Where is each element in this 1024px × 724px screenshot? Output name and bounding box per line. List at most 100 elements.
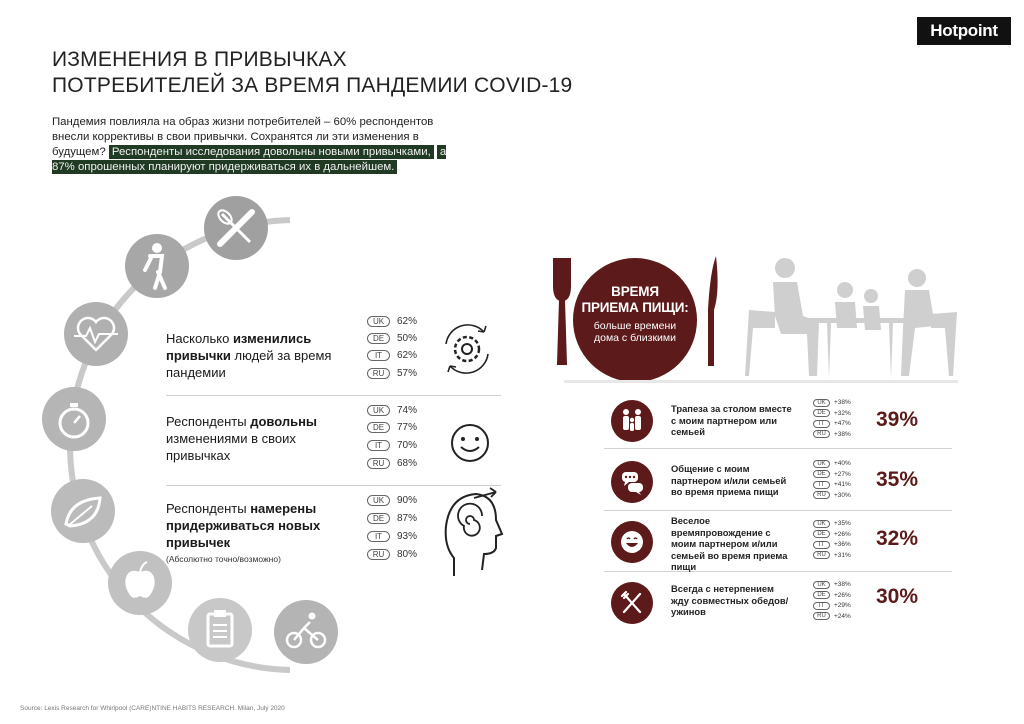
country-value: 62% [397,350,418,361]
country-value: +24% [834,612,851,620]
divider [166,485,501,486]
stat-habits-changed: Насколько изменились привычки людей за в… [166,330,356,381]
stat-bold: довольны [250,414,318,429]
country-row: DE 87% [367,513,417,524]
country-value: +31% [834,551,851,559]
meal-row-text: Всегда с нетерпением жду совместных обед… [671,583,789,617]
floor-line [564,380,958,383]
country-code: DE [367,513,390,524]
country-value: +35% [834,520,851,527]
heart-pulse-icon [64,302,128,366]
meal-row-countries: UK+35% DE+26% IT+36% RU+31% [813,519,851,560]
meal-row-text: Веселое времяпровождение с моим партнеро… [671,515,788,572]
source-note: Source: Lexis Research for Whirlpool (CA… [20,705,285,712]
stat-bold: изменились привычки [166,331,312,363]
country-value: 80% [397,549,418,560]
country-code: IT [813,480,830,489]
meal-title-2: ПРИЕМА ПИЩИ: [581,300,689,315]
knife-silhouette-icon [708,256,718,366]
cyclist-icon [274,600,338,664]
country-value: 74% [397,405,418,416]
stat-text: Респонденты [166,414,251,429]
divider [604,448,952,449]
country-code: IT [367,350,390,361]
meal-row-countries: UK+38% DE+32% IT+47% RU+38% [813,398,851,439]
country-row: RU 80% [367,549,417,560]
stat-text: людей за время пандемии [166,348,332,380]
country-value: 57% [397,368,418,379]
country-value: +27% [834,470,851,478]
fork-silhouette-icon [553,258,571,365]
leaf-icon [51,479,115,543]
country-code: IT [367,531,390,542]
country-row: UK 74% [367,405,417,416]
country-value: +30% [834,491,851,499]
meal-title-1: ВРЕМЯ [611,284,659,299]
country-code: RU [367,368,390,379]
title-line-1: ИЗМЕНЕНИЯ В ПРИВЫЧКАХ [52,48,347,71]
person-stretching-icon [125,234,189,298]
divider [166,395,501,396]
country-value: 93% [397,531,418,542]
stat-satisfied: Респонденты довольны изменениями в своих… [166,413,356,464]
country-code: RU [813,430,830,438]
country-value: 62% [397,316,418,327]
country-value: +26% [834,530,851,538]
apple-icon [108,551,172,615]
country-value: 87% [397,513,418,524]
country-code: RU [813,491,830,499]
meal-row-percent: 32% [876,527,919,550]
stat-text: Респонденты [166,501,251,516]
country-value: +40% [834,460,851,467]
stat-note: (Абсолютно точно/возможно) [166,554,281,564]
country-row: UK 62% [367,316,417,327]
country-row: DE 50% [367,333,417,344]
meal-row-percent: 35% [876,468,919,491]
divider [604,571,952,572]
country-value: +38% [834,430,851,438]
country-code: RU [367,549,390,560]
country-code: UK [367,405,390,416]
stat-text: изменениями в своих привычках [166,431,296,463]
country-value: 77% [397,422,418,433]
country-code: UK [813,398,830,407]
family-dinner-silhouette-icon [745,258,957,378]
country-value: +38% [834,581,851,588]
whisk-rolling-pin-icon [204,196,268,260]
country-value: +32% [834,409,851,417]
country-value: 68% [397,458,418,469]
country-code: UK [813,519,830,528]
country-value: 50% [397,333,418,344]
country-code: DE [813,530,830,538]
gears-cycle-icon [445,324,489,374]
country-code: IT [813,540,830,549]
country-code: DE [813,409,830,417]
clipboard-icon [188,598,252,662]
country-code: RU [813,551,830,559]
title-line-2: ПОТРЕБИТЕЛЕЙ ЗА ВРЕМЯ ПАНДЕМИИ COVID-19 [52,74,573,97]
meal-sub-2: дома с близкими [593,332,676,344]
stat-intend-keep: Респонденты намерены придерживаться новы… [166,500,356,568]
country-value: 90% [397,495,418,506]
country-row: IT 93% [367,531,417,542]
meal-row-countries: UK +40% DE +27% IT +41% RU +30% [813,459,851,500]
country-code: UK [813,459,830,468]
meal-sub-1: больше времени [593,320,677,332]
head-spiral-icon [444,487,504,576]
meal-row-percent: 39% [876,408,919,431]
country-value: +38% [834,399,851,406]
country-value: +26% [834,591,851,599]
country-code: DE [367,333,390,344]
country-code: UK [367,316,390,327]
habit-ring [42,196,523,673]
divider [604,510,952,511]
country-value: +41% [834,481,851,488]
country-code: DE [813,470,830,478]
smiley-icon [451,424,489,462]
country-code: UK [813,580,830,589]
intro-paragraph: Пандемия повлияла на образ жизни потреби… [52,115,472,175]
